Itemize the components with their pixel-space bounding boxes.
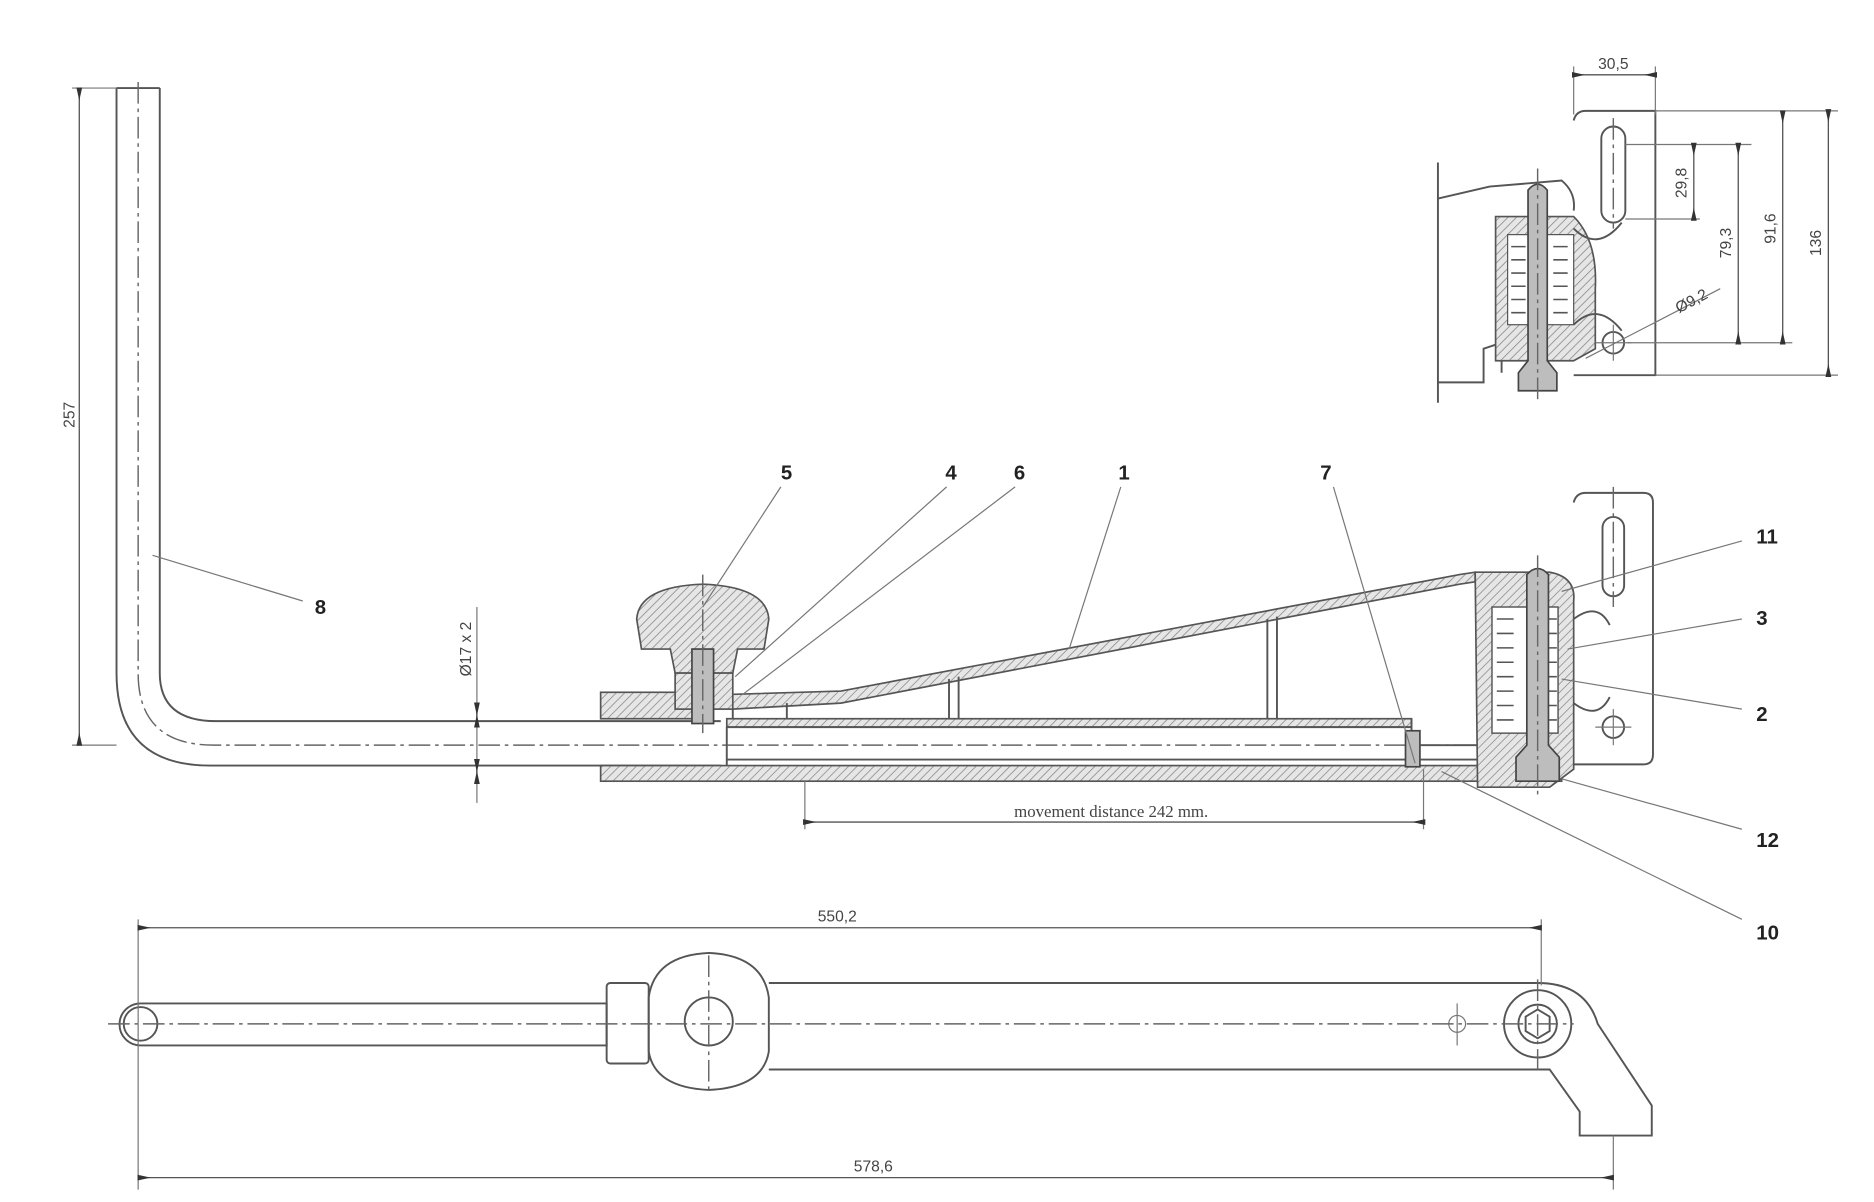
inset-detail [1436, 109, 1657, 403]
part-label-12: 12 [1756, 830, 1779, 852]
part-label-7: 7 [1320, 463, 1331, 485]
dim-height-91: 91,6 [1762, 213, 1779, 243]
part-label-3: 3 [1756, 608, 1767, 630]
part-label-4: 4 [945, 463, 957, 485]
dim-slot-length: 29,8 [1674, 168, 1691, 198]
dimension-578: 578,6 [137, 1135, 1614, 1190]
top-view-assembly [108, 952, 1653, 1137]
dimension-rod-diameter: Ø17 x 2 [458, 607, 480, 803]
bent-rod [115, 82, 1478, 767]
dim-rod-diameter: Ø17 x 2 [458, 622, 475, 677]
dim-hole-spacing: 79,3 [1718, 228, 1735, 258]
dimension-550: 550,2 [137, 909, 1542, 1190]
dim-movement: movement distance 242 mm. [1014, 802, 1208, 821]
part-label-10: 10 [1756, 923, 1779, 945]
part-label-11: 11 [1756, 526, 1778, 548]
leader-8 [152, 554, 303, 602]
clamping-knob [635, 574, 770, 734]
part-label-6: 6 [1014, 463, 1025, 485]
part-label-1: 1 [1118, 463, 1129, 485]
dim-578: 578,6 [854, 1159, 893, 1176]
dim-plate-width: 30,5 [1598, 56, 1629, 73]
spring-lock-mechanism [1474, 486, 1654, 800]
dimension-rod-height: 257 [61, 87, 117, 746]
dim-550: 550,2 [818, 909, 857, 926]
dim-plate-height: 136 [1808, 230, 1825, 256]
dimension-movement: movement distance 242 mm. [803, 769, 1426, 830]
dim-rod-height: 257 [61, 402, 78, 428]
part-leaders [702, 486, 1743, 920]
part-label-2: 2 [1756, 704, 1767, 726]
part-label-5: 5 [781, 463, 792, 485]
dim-hole-diameter: Ø9,2 [1673, 286, 1711, 317]
part-label-8: 8 [315, 597, 326, 619]
